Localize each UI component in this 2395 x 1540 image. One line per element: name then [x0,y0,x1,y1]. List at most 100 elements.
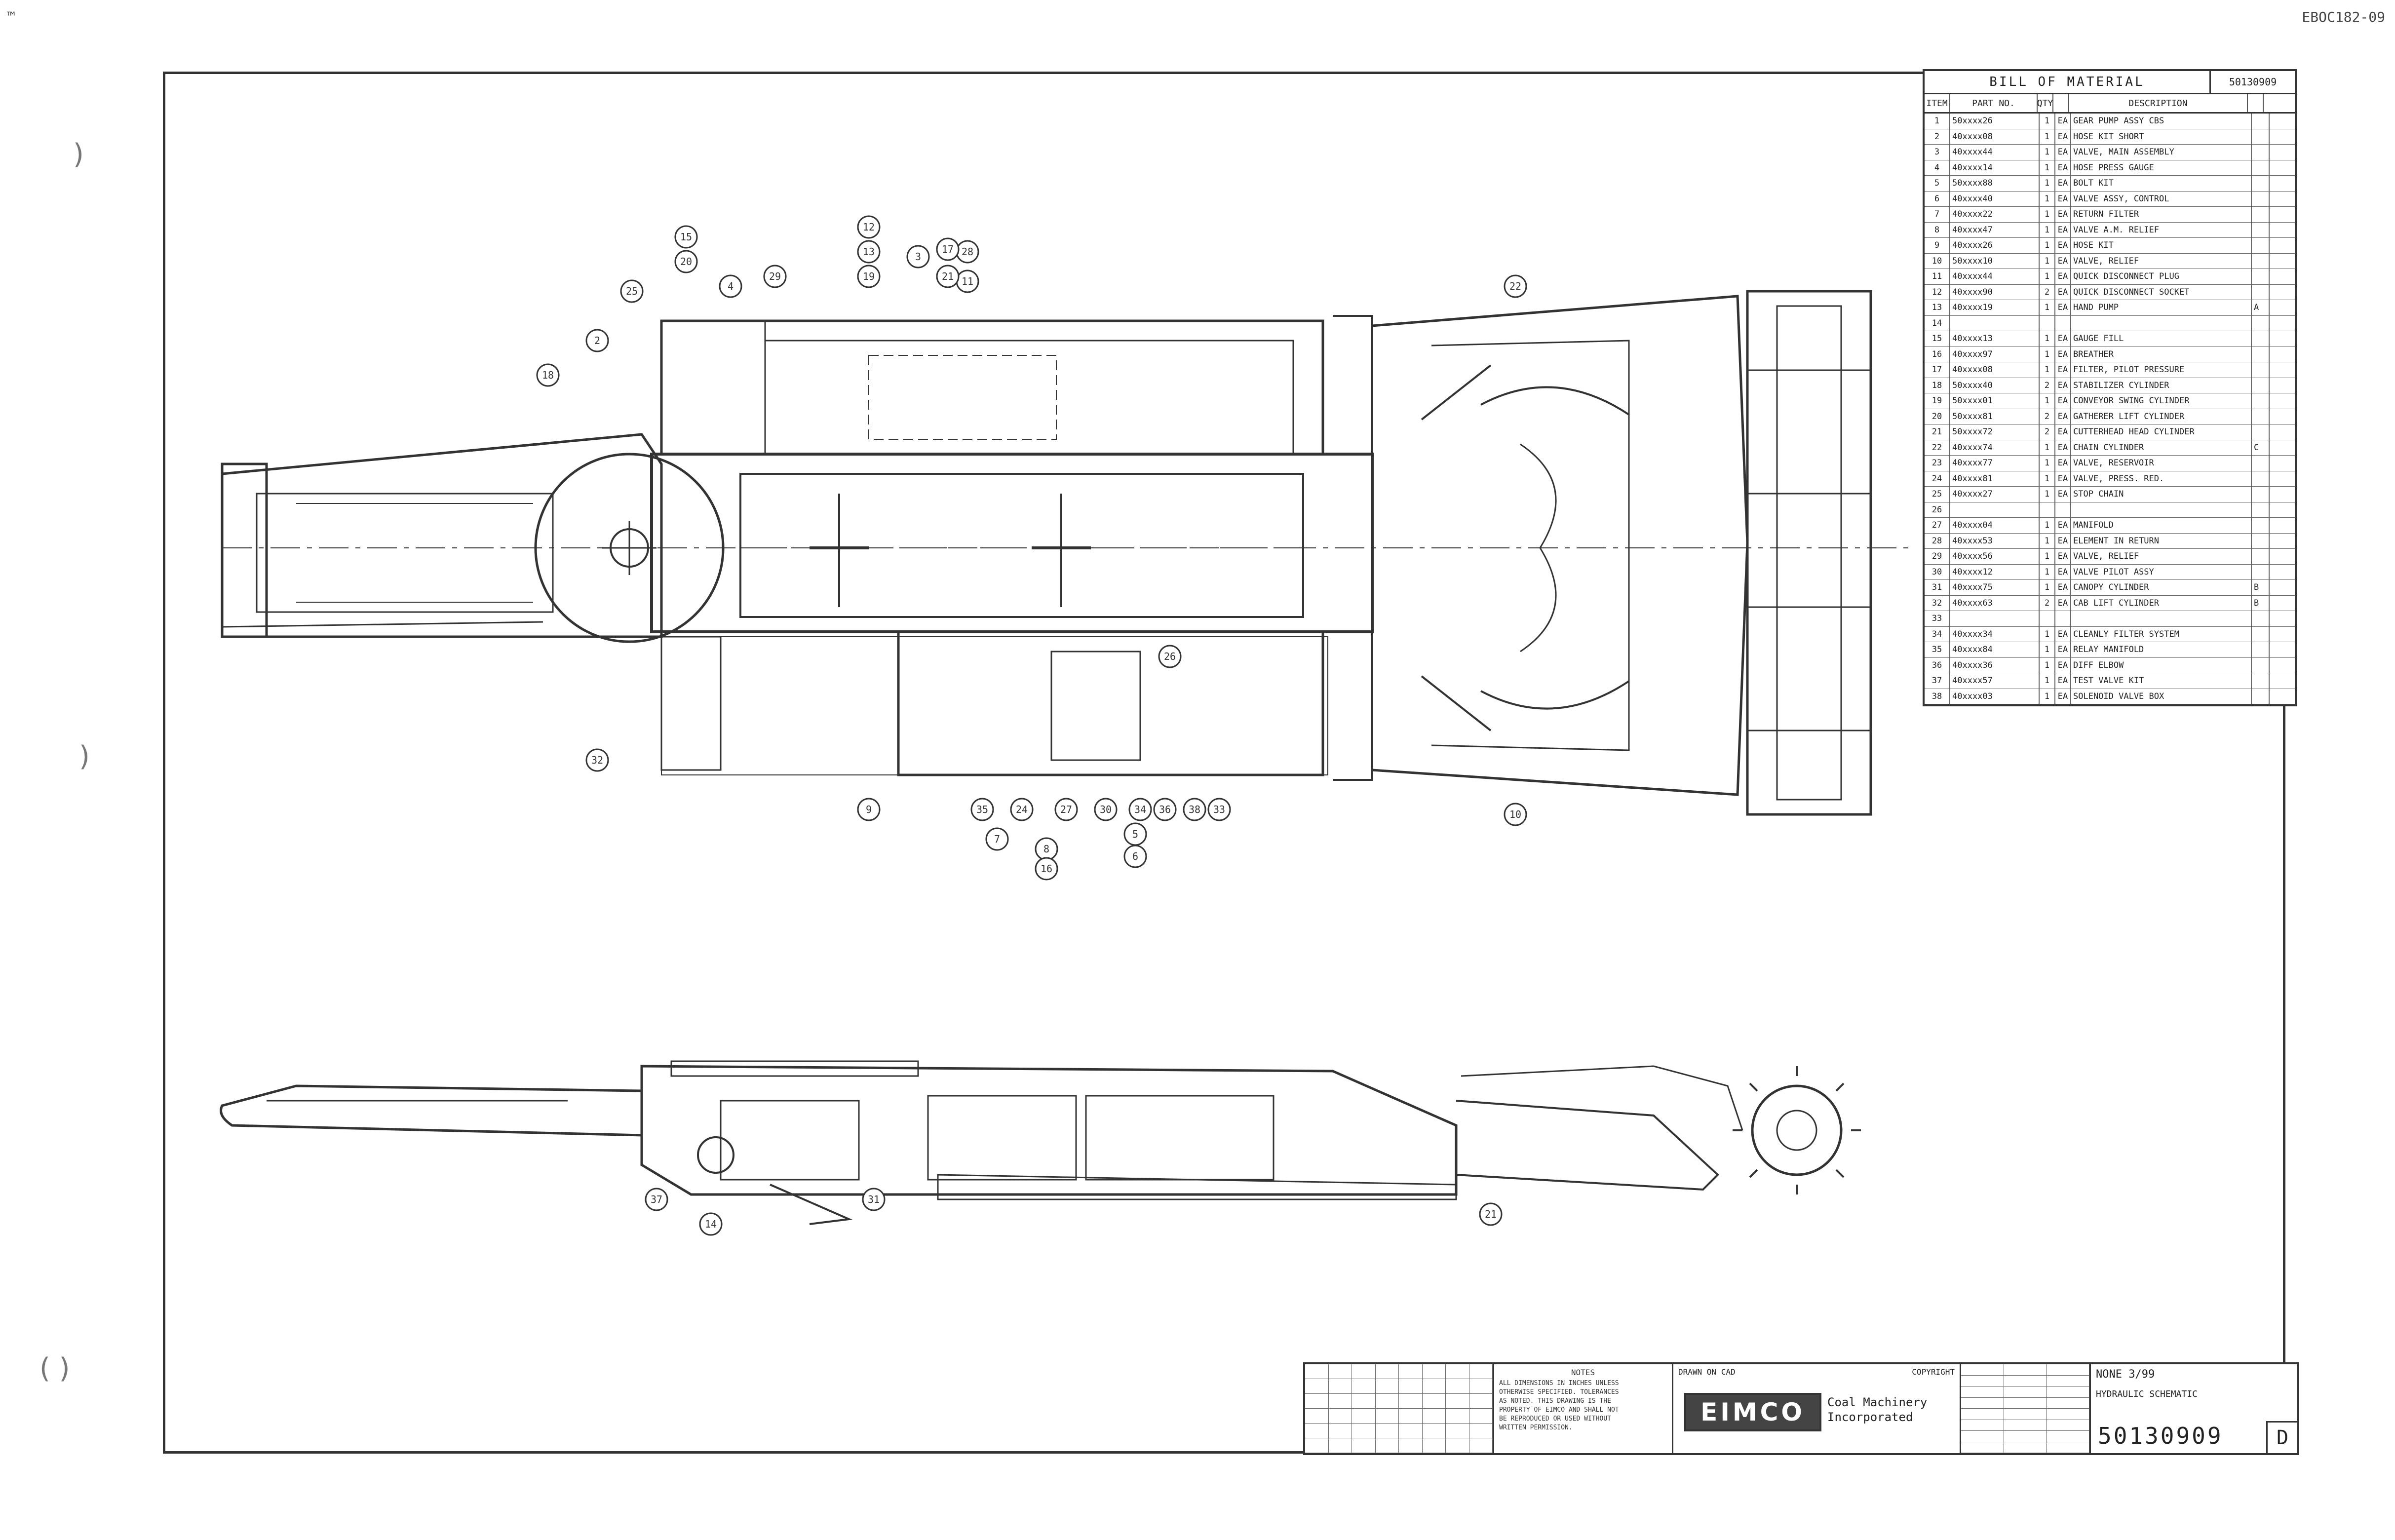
bom-cell-qty: 1 [2040,269,2055,284]
bom-cell-part: 40xxxx44 [1950,269,2040,284]
note-line: ALL DIMENSIONS IN INCHES UNLESS [1499,1380,1619,1387]
balloon: 28 [956,240,979,264]
bom-cell-unit: EA [2055,176,2071,191]
bom-cell-item: 16 [1925,346,1950,362]
bom-cell-note [2252,269,2270,284]
bom-cell-unit: EA [2055,378,2071,393]
bom-cell-qty [2040,315,2055,331]
bom-cell-note [2252,533,2270,548]
bom-cell-part: 40xxxx04 [1950,518,2040,533]
bom-cell-qty: 1 [2040,487,2055,502]
bom-cell-blank [2270,596,2295,611]
drawing-border [163,72,2285,1454]
balloon: 24 [1010,798,1034,821]
bom-cell-part [1950,611,2040,626]
bom-cell-qty: 1 [2040,222,2055,237]
bom-cell-qty: 1 [2040,518,2055,533]
bom-cell-note: B [2252,580,2270,595]
balloon: 27 [1054,798,1078,821]
balloon: 5 [1123,822,1147,846]
bom-cell-desc: HAND PUMP [2071,300,2252,315]
bom-cell-desc: GAUGE FILL [2071,331,2252,346]
bom-cell-desc: CUTTERHEAD HEAD CYLINDER [2071,424,2252,440]
bom-cell-desc: HOSE KIT [2071,238,2252,253]
bom-cell-note: A [2252,300,2270,315]
balloon-label: 34 [1134,804,1146,815]
bom-cell-qty: 1 [2040,456,2055,471]
bom-cell-item: 3 [1925,145,1950,160]
bom-header: BILL OF MATERIAL 50130909 [1925,71,2295,94]
col-header: ITEM [1925,94,1950,112]
balloon-label: 35 [976,804,988,815]
bom-cell-note [2252,331,2270,346]
bom-cell-blank [2270,534,2295,549]
balloon: 26 [1158,645,1182,668]
bom-title: BILL OF MATERIAL [1989,75,2145,89]
bom-cell-item: 6 [1925,191,1950,206]
col-header: DESCRIPTION [2069,94,2248,112]
balloon: 32 [585,748,609,772]
bom-cell-qty: 1 [2040,300,2055,315]
balloon: 25 [620,279,644,303]
bom-cell-blank [2270,285,2295,300]
balloon: 21 [936,265,960,288]
bom-cell-qty: 2 [2040,409,2055,424]
bom-cell-item: 24 [1925,471,1950,486]
bom-cell-blank [2270,580,2295,595]
bom-cell-note [2252,378,2270,393]
balloon: 3 [906,245,930,269]
bom-cell-part: 40xxxx03 [1950,689,2040,704]
bom-cell-part: 40xxxx40 [1950,191,2040,206]
balloon: 21 [1479,1202,1503,1226]
bom-cell-blank [2270,129,2295,145]
bom-cell-desc [2071,502,2252,517]
bom-cell-desc: VALVE, RESERVOIR [2071,456,2252,471]
balloon: 8 [1035,837,1058,861]
drawn-note: DRAWN ON CAD [1678,1367,1736,1377]
bom-cell-part: 50xxxx01 [1950,393,2040,409]
bom-cell-note [2252,145,2270,160]
bom-cell-item: 26 [1925,502,1950,517]
balloon-label: 25 [626,285,638,297]
col-header: QTY [2038,94,2053,112]
bom-cell-part: 40xxxx14 [1950,160,2040,175]
balloon-label: 31 [868,1194,880,1205]
balloon-label: 7 [994,833,1000,845]
bom-cell-desc: MANIFOLD [2071,518,2252,533]
bom-cell-item: 13 [1925,300,1950,315]
col-header: PART NO. [1950,94,2038,112]
bom-cell-unit: EA [2055,160,2071,175]
bom-cell-desc: STOP CHAIN [2071,487,2252,502]
bom-cell-qty: 2 [2040,378,2055,393]
balloon: 13 [857,240,881,264]
copyright-note: COPYRIGHT [1912,1367,1955,1377]
balloon-label: 36 [1159,804,1171,815]
bom-cell-item: 21 [1925,424,1950,440]
bom-cell-unit: EA [2055,238,2071,253]
bom-cell-qty: 1 [2040,253,2055,269]
drawing-title: HYDRAULIC SCHEMATIC [2096,1389,2198,1399]
bom-cell-qty: 1 [2040,238,2055,253]
balloon: 16 [1035,857,1058,881]
col-header [2053,94,2069,112]
bom-cell-note [2252,487,2270,502]
bom-cell-note [2252,471,2270,486]
balloon: 36 [1153,798,1177,821]
bom-cell-qty: 1 [2040,176,2055,191]
bom-cell-qty: 2 [2040,284,2055,300]
company-block: DRAWN ON CAD COPYRIGHT EIMCO Coal Machin… [1673,1364,1961,1453]
bom-cell-item: 30 [1925,564,1950,579]
bom-cell-unit: EA [2055,424,2071,440]
side-view [220,1060,1861,1225]
